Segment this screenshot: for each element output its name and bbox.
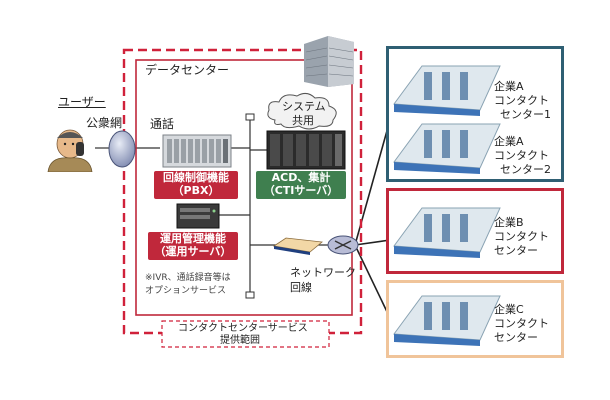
office-floor-icon — [393, 123, 501, 174]
center-c-line2: コンタクト — [494, 317, 549, 330]
option-note-line2: オプションサービス — [145, 286, 227, 296]
person-on-phone-icon — [47, 129, 93, 172]
cti-function-line2: （CTIサーバ） — [263, 184, 339, 197]
center-a1-line3: センター1 — [500, 108, 551, 121]
option-note-line1: ※IVR、通話録音等は — [145, 273, 231, 283]
office-floor-icon — [393, 65, 501, 116]
system-shared-line1: システム — [282, 100, 326, 113]
building-icon — [304, 36, 354, 87]
cti-function-box: ACD、集計 （CTIサーバ） — [256, 171, 346, 199]
service-scope-line1: コンタクトセンターサービス — [178, 323, 308, 334]
office-floor-icon — [393, 207, 501, 258]
center-b-label: 企業B コンタクト センター — [494, 216, 549, 258]
pbx-function-line2: （PBX） — [172, 184, 220, 197]
data-center-label: データセンター — [145, 63, 230, 77]
cloud-icon — [267, 92, 337, 130]
system-shared-line2: 共用 — [292, 114, 314, 127]
center-a2-label: 企業A コンタクト センター2 — [494, 135, 551, 177]
pbx-function-box: 回線制御機能 （PBX） — [154, 171, 238, 199]
center-a2-line3: センター2 — [500, 163, 551, 176]
pbx-function-line1: 回線制御機能 — [163, 171, 229, 184]
server-rack-icon — [266, 130, 346, 170]
center-b-line1: 企業B — [494, 216, 524, 229]
center-b-line2: コンタクト — [494, 230, 549, 243]
center-a1-line2: コンタクト — [494, 94, 549, 107]
center-a2-line2: コンタクト — [494, 149, 549, 162]
public-network-label: 公衆網 — [86, 116, 123, 130]
network-cloud-icon — [108, 130, 136, 168]
center-c-label: 企業C コンタクト センター — [494, 303, 549, 345]
cti-function-line1: ACD、集計 — [271, 171, 331, 184]
center-a2-line1: 企業A — [494, 135, 524, 148]
network-line-label2: 回線 — [290, 281, 312, 294]
service-scope-line2: 提供範囲 — [220, 335, 260, 346]
router-icon — [327, 235, 359, 255]
center-c-line1: 企業C — [494, 303, 524, 316]
office-floor-icon — [393, 295, 501, 346]
network-line-label1: ネットワーク — [290, 266, 356, 279]
ops-function-line1: 運用管理機能 — [160, 232, 226, 245]
pbx-device-icon — [162, 134, 232, 168]
center-a1-label: 企業A コンタクト センター1 — [494, 80, 551, 122]
ops-function-line2: （運用サーバ） — [154, 245, 232, 258]
user-label: ユーザー — [58, 95, 106, 109]
center-b-line3: センター — [494, 244, 538, 257]
center-a1-line1: 企業A — [494, 80, 524, 93]
call-label: 通話 — [150, 117, 175, 131]
ops-function-box: 運用管理機能 （運用サーバ） — [148, 232, 238, 260]
ops-server-icon — [176, 203, 220, 229]
network-device-icon — [272, 237, 323, 255]
center-c-line3: センター — [494, 331, 538, 344]
